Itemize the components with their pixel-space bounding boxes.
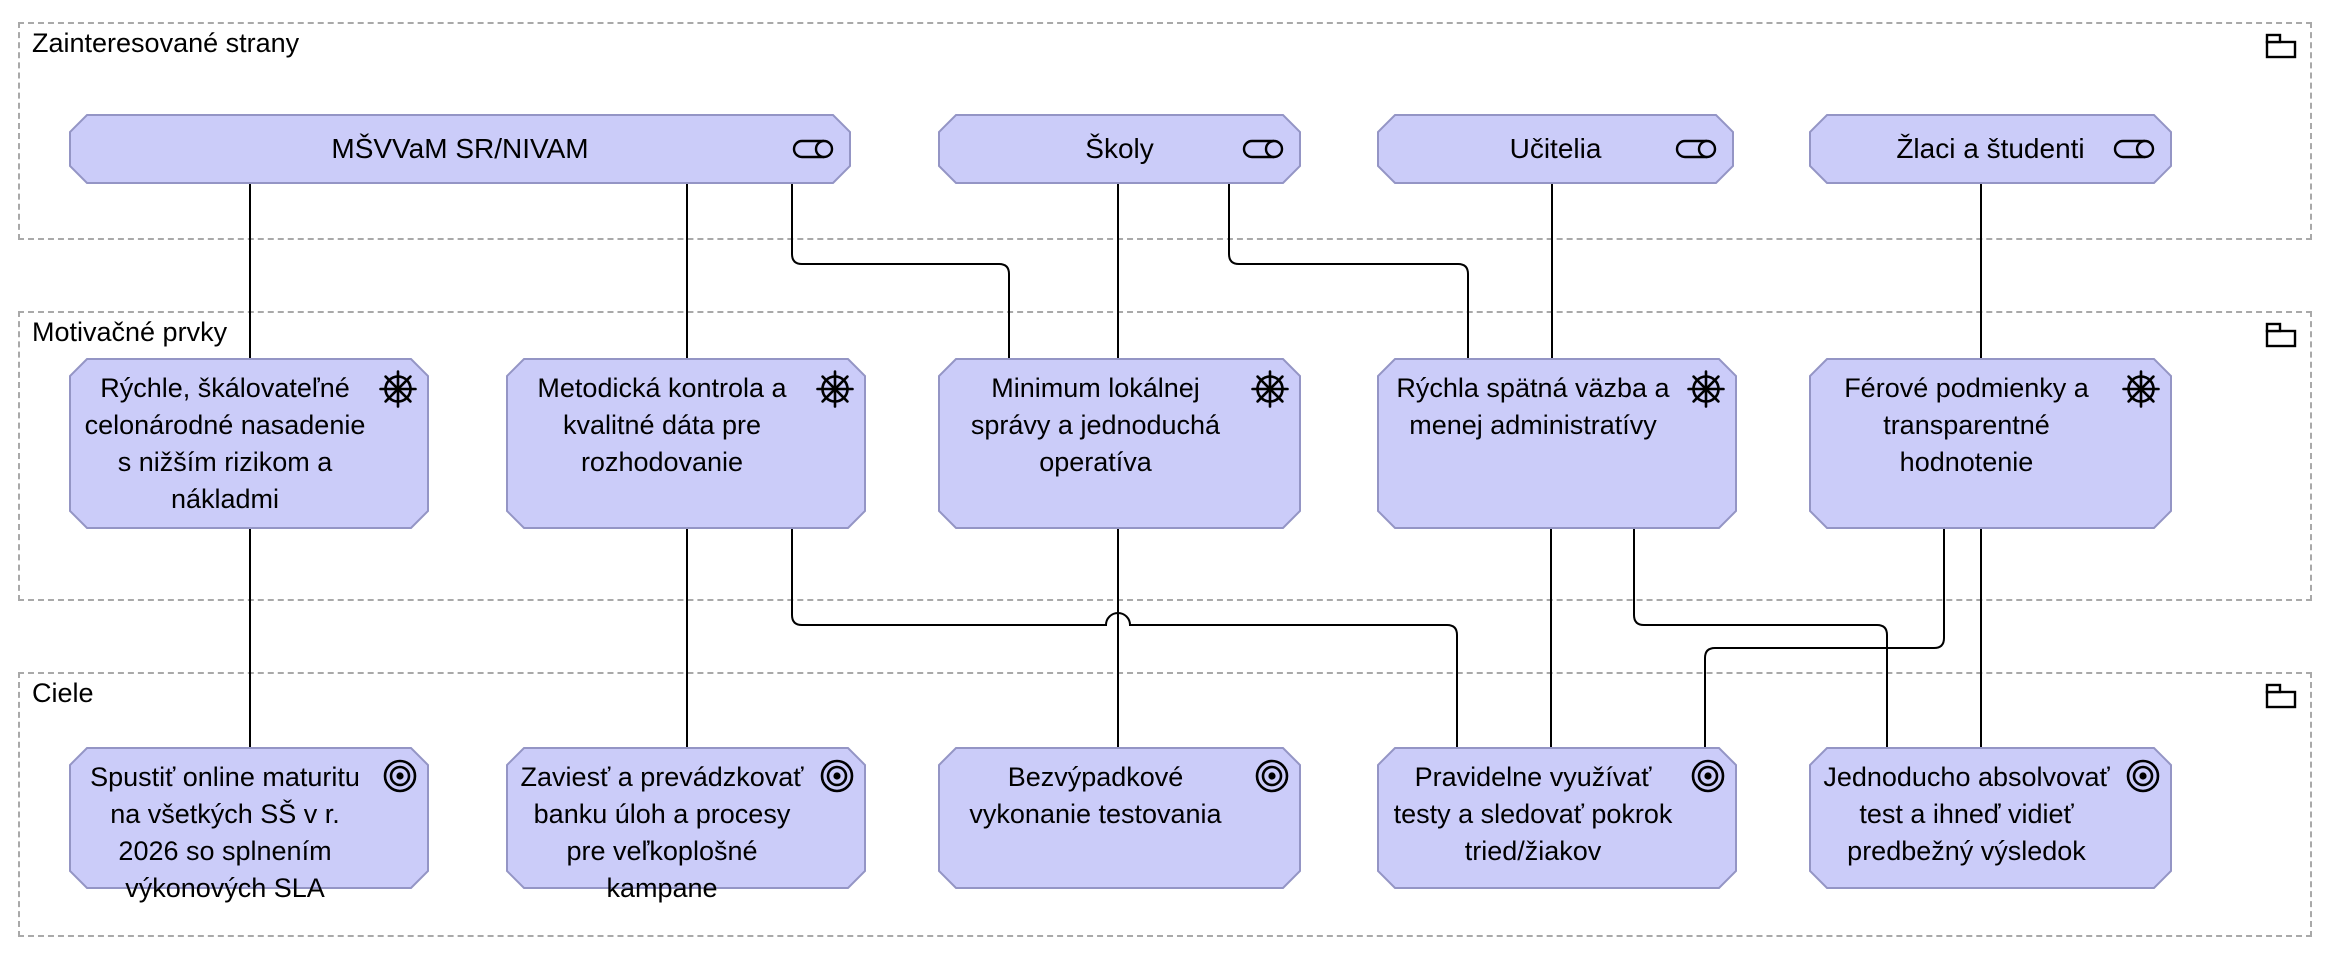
driver-wheel-icon [1251, 370, 1289, 408]
goal-jednoducho-absolvovat-test[interactable]: Jednoducho absolvovať test a ihneď vidie… [1809, 747, 2172, 889]
folder-icon [2265, 683, 2297, 709]
group-goals-title: Ciele [32, 678, 94, 708]
goal-spustit-online-maturitu[interactable]: Spustiť online maturitu na všetkých SŠ v… [69, 747, 429, 903]
goal-zaviest-banku-uloh[interactable]: Zaviesť a prevádzkovať banku úloh a proc… [506, 747, 866, 903]
octagon-shape [938, 358, 1301, 529]
stakeholder-role-icon [2113, 139, 2155, 159]
stakeholder-role-icon [1242, 139, 1284, 159]
octagon-shape [69, 358, 429, 529]
octagon-shape [1809, 747, 2172, 889]
octagon-shape [506, 747, 866, 889]
driver-rychla-spatna-vazba[interactable]: Rýchla spätná väzba a menej administratí… [1377, 358, 1737, 529]
driver-wheel-icon [2122, 370, 2160, 408]
driver-ferove-podmienky[interactable]: Férové podmienky a transparentné hodnote… [1809, 358, 2172, 529]
group-drivers: Motivačné prvky [18, 311, 2312, 601]
octagon-shape [1377, 747, 1737, 889]
goal-target-icon [1691, 759, 1725, 793]
driver-wheel-icon [816, 370, 854, 408]
octagon-shape [1377, 358, 1737, 529]
goal-target-icon [2126, 759, 2160, 793]
octagon-shape [1377, 114, 1734, 184]
goal-target-icon [383, 759, 417, 793]
driver-label: Rýchle, škálovateľné celonárodné nasaden… [84, 373, 366, 514]
stakeholder-msvvam-sr-nivam[interactable]: MŠVVaM SR/NIVAM [69, 114, 851, 184]
stakeholder-label: Školy [1085, 133, 1154, 164]
octagon-shape [506, 358, 866, 529]
goal-pravidelne-vyuzivat-testy[interactable]: Pravidelne využívať testy a sledovať pok… [1377, 747, 1737, 889]
goal-label: Spustiť online maturitu na všetkých SŠ v… [90, 762, 360, 903]
stakeholder-label: MŠVVaM SR/NIVAM [331, 133, 589, 164]
group-drivers-title: Motivačné prvky [32, 317, 228, 347]
line-driver2-goal4 [791, 529, 1458, 747]
driver-metodicka-kontrola[interactable]: Metodická kontrola a kvalitné dáta pre r… [506, 358, 866, 529]
driver-wheel-icon [1687, 370, 1725, 408]
driver-minimum-lokalnej-spravy[interactable]: Minimum lokálnej správy a jednoduchá ope… [938, 358, 1301, 529]
line-driver4-goal5 [1633, 529, 1888, 747]
line-msvvam-driver3 [791, 184, 1010, 358]
octagon-shape [69, 747, 429, 889]
octagon-shape [69, 114, 851, 184]
driver-celonarodne-nasadenie[interactable]: Rýchle, škálovateľné celonárodné nasaden… [69, 358, 429, 529]
group-stakeholders-title: Zainteresované strany [32, 28, 300, 58]
goal-bezvypadkove-vykonanie[interactable]: Bezvýpadkové vykonanie testovania [938, 747, 1301, 889]
driver-label: Minimum lokálnej správy a jednoduchá ope… [970, 373, 1221, 477]
line-driver5-goal4 [1704, 529, 1945, 747]
driver-label: Rýchla spätná väzba a menej administratí… [1396, 373, 1670, 440]
stakeholder-role-icon [792, 139, 834, 159]
goal-target-icon [820, 759, 854, 793]
stakeholder-ucitelia[interactable]: Učitelia [1377, 114, 1734, 184]
octagon-shape [1809, 358, 2172, 529]
group-goals: Ciele [18, 672, 2312, 937]
folder-icon [2265, 33, 2297, 59]
goal-label: Jednoducho absolvovať test a ihneď vidie… [1823, 762, 2110, 866]
octagon-shape [1809, 114, 2172, 184]
stakeholder-label: Učitelia [1509, 133, 1602, 164]
goal-label: Bezvýpadkové vykonanie testovania [969, 762, 1222, 829]
line-skoly-driver4 [1228, 184, 1469, 358]
group-stakeholders: Zainteresované strany [18, 22, 2312, 240]
goal-target-icon [1255, 759, 1289, 793]
stakeholder-role-icon [1675, 139, 1717, 159]
octagon-shape [938, 114, 1301, 184]
stakeholder-skoly[interactable]: Školy [938, 114, 1301, 184]
driver-label: Férové podmienky a transparentné hodnote… [1844, 373, 2089, 477]
octagon-shape [938, 747, 1301, 889]
stakeholder-ziaci-a-studenti[interactable]: Žlaci a študenti [1809, 114, 2172, 184]
folder-icon [2265, 322, 2297, 348]
stakeholder-label: Žlaci a študenti [1896, 133, 2085, 164]
driver-label: Metodická kontrola a kvalitné dáta pre r… [537, 373, 787, 477]
goal-label: Zaviesť a prevádzkovať banku úloh a proc… [520, 762, 804, 903]
goal-label: Pravidelne využívať testy a sledovať pok… [1393, 762, 1673, 866]
driver-wheel-icon [379, 370, 417, 408]
